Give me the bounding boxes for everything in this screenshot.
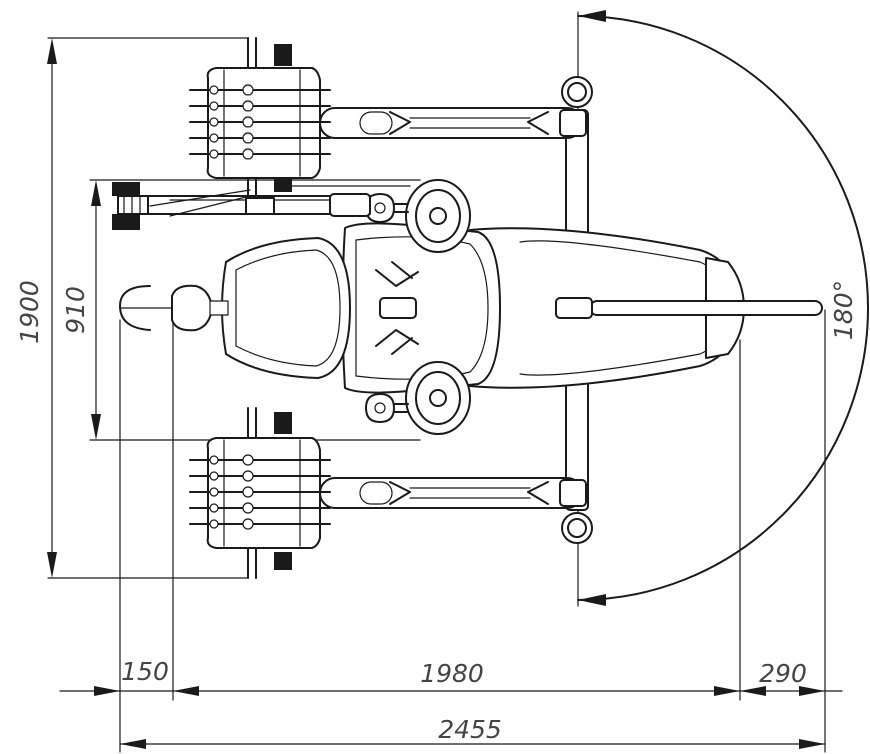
swivel-caster-top <box>365 193 409 223</box>
lamp-head <box>112 182 149 230</box>
dim-label-1900: 1900 <box>15 280 44 344</box>
dim-label-290: 290 <box>759 659 807 688</box>
lamp-arm <box>139 185 411 217</box>
chair-body <box>119 222 823 394</box>
upper-instrument-tray <box>189 37 331 201</box>
upper-tray-instruments <box>189 84 331 160</box>
dim-label-1980: 1980 <box>420 659 484 688</box>
wheel-bottom <box>405 361 471 435</box>
lower-instrument-arm <box>319 477 587 509</box>
lower-tray-instruments <box>189 454 331 530</box>
dim-label-910: 910 <box>61 286 90 334</box>
arc-arrow-bottom <box>578 594 606 606</box>
dimension-lines <box>47 37 843 753</box>
wheel-top <box>405 179 471 253</box>
dim-label-180-degrees: 180° <box>829 280 858 340</box>
dim-label-150: 150 <box>121 657 169 686</box>
dim-label-2455: 2455 <box>438 715 502 744</box>
lower-instrument-tray <box>189 407 331 579</box>
swivel-caster-bottom <box>365 393 409 423</box>
arc-arrow-top <box>578 10 606 22</box>
upper-instrument-arm <box>319 107 587 139</box>
